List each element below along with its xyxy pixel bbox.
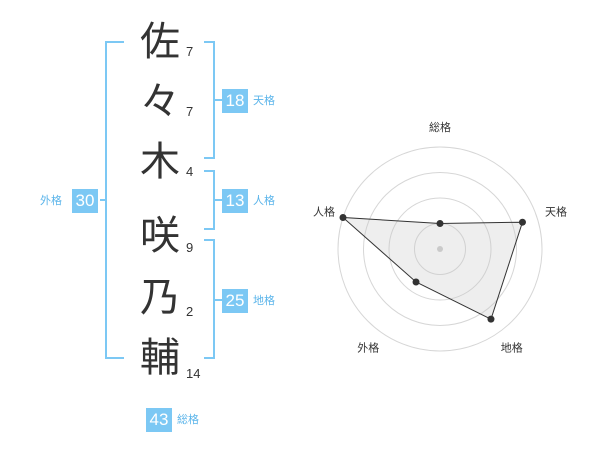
- soukaku-label: 総格: [177, 413, 199, 426]
- chikaku-bracket: [204, 239, 215, 359]
- radar-ring: [388, 197, 492, 301]
- jinkaku-label: 人格: [253, 194, 275, 207]
- radar-point: [339, 213, 347, 221]
- radar-axis-label: 天格: [545, 204, 567, 218]
- radar-point: [436, 220, 444, 227]
- name-char-1: 佐: [140, 19, 180, 65]
- soukaku-value: 43: [146, 408, 172, 432]
- name-char-3: 木: [140, 139, 180, 185]
- radar-center: [437, 246, 443, 252]
- radar-polygon: [341, 216, 524, 320]
- tenkaku-label: 天格: [253, 94, 275, 107]
- gaikaku-label: 外格: [40, 194, 62, 207]
- tenkaku-value: 18: [222, 89, 248, 113]
- jinkaku-value: 13: [222, 189, 248, 213]
- radar-point: [518, 218, 526, 226]
- radar-axis-label: 人格: [313, 204, 335, 218]
- radar-axis-label: 外格: [357, 341, 379, 355]
- stroke-count-1: 7: [186, 44, 194, 59]
- stroke-count-6: 14: [186, 366, 201, 381]
- stroke-count-5: 2: [186, 304, 194, 319]
- stroke-count-2: 7: [186, 104, 194, 119]
- chikaku-label: 地格: [253, 294, 275, 307]
- radar-point: [487, 315, 495, 323]
- stroke-count-3: 4: [186, 164, 194, 179]
- name-char-5: 乃: [140, 275, 180, 321]
- gaikaku-value: 30: [72, 189, 98, 213]
- chikaku-value: 25: [222, 289, 248, 313]
- radar-ring: [363, 172, 517, 326]
- name-char-6: 輔: [140, 335, 180, 381]
- radar-ring: [337, 146, 543, 352]
- stroke-count-4: 9: [186, 240, 194, 255]
- radar-point: [412, 278, 420, 286]
- name-char-4: 咲: [140, 213, 180, 259]
- name-char-2: 々: [140, 79, 180, 125]
- gaikaku-bracket: [105, 41, 124, 359]
- radar-axis-label: 地格: [501, 341, 523, 355]
- radar-axis-label: 総格: [429, 120, 451, 134]
